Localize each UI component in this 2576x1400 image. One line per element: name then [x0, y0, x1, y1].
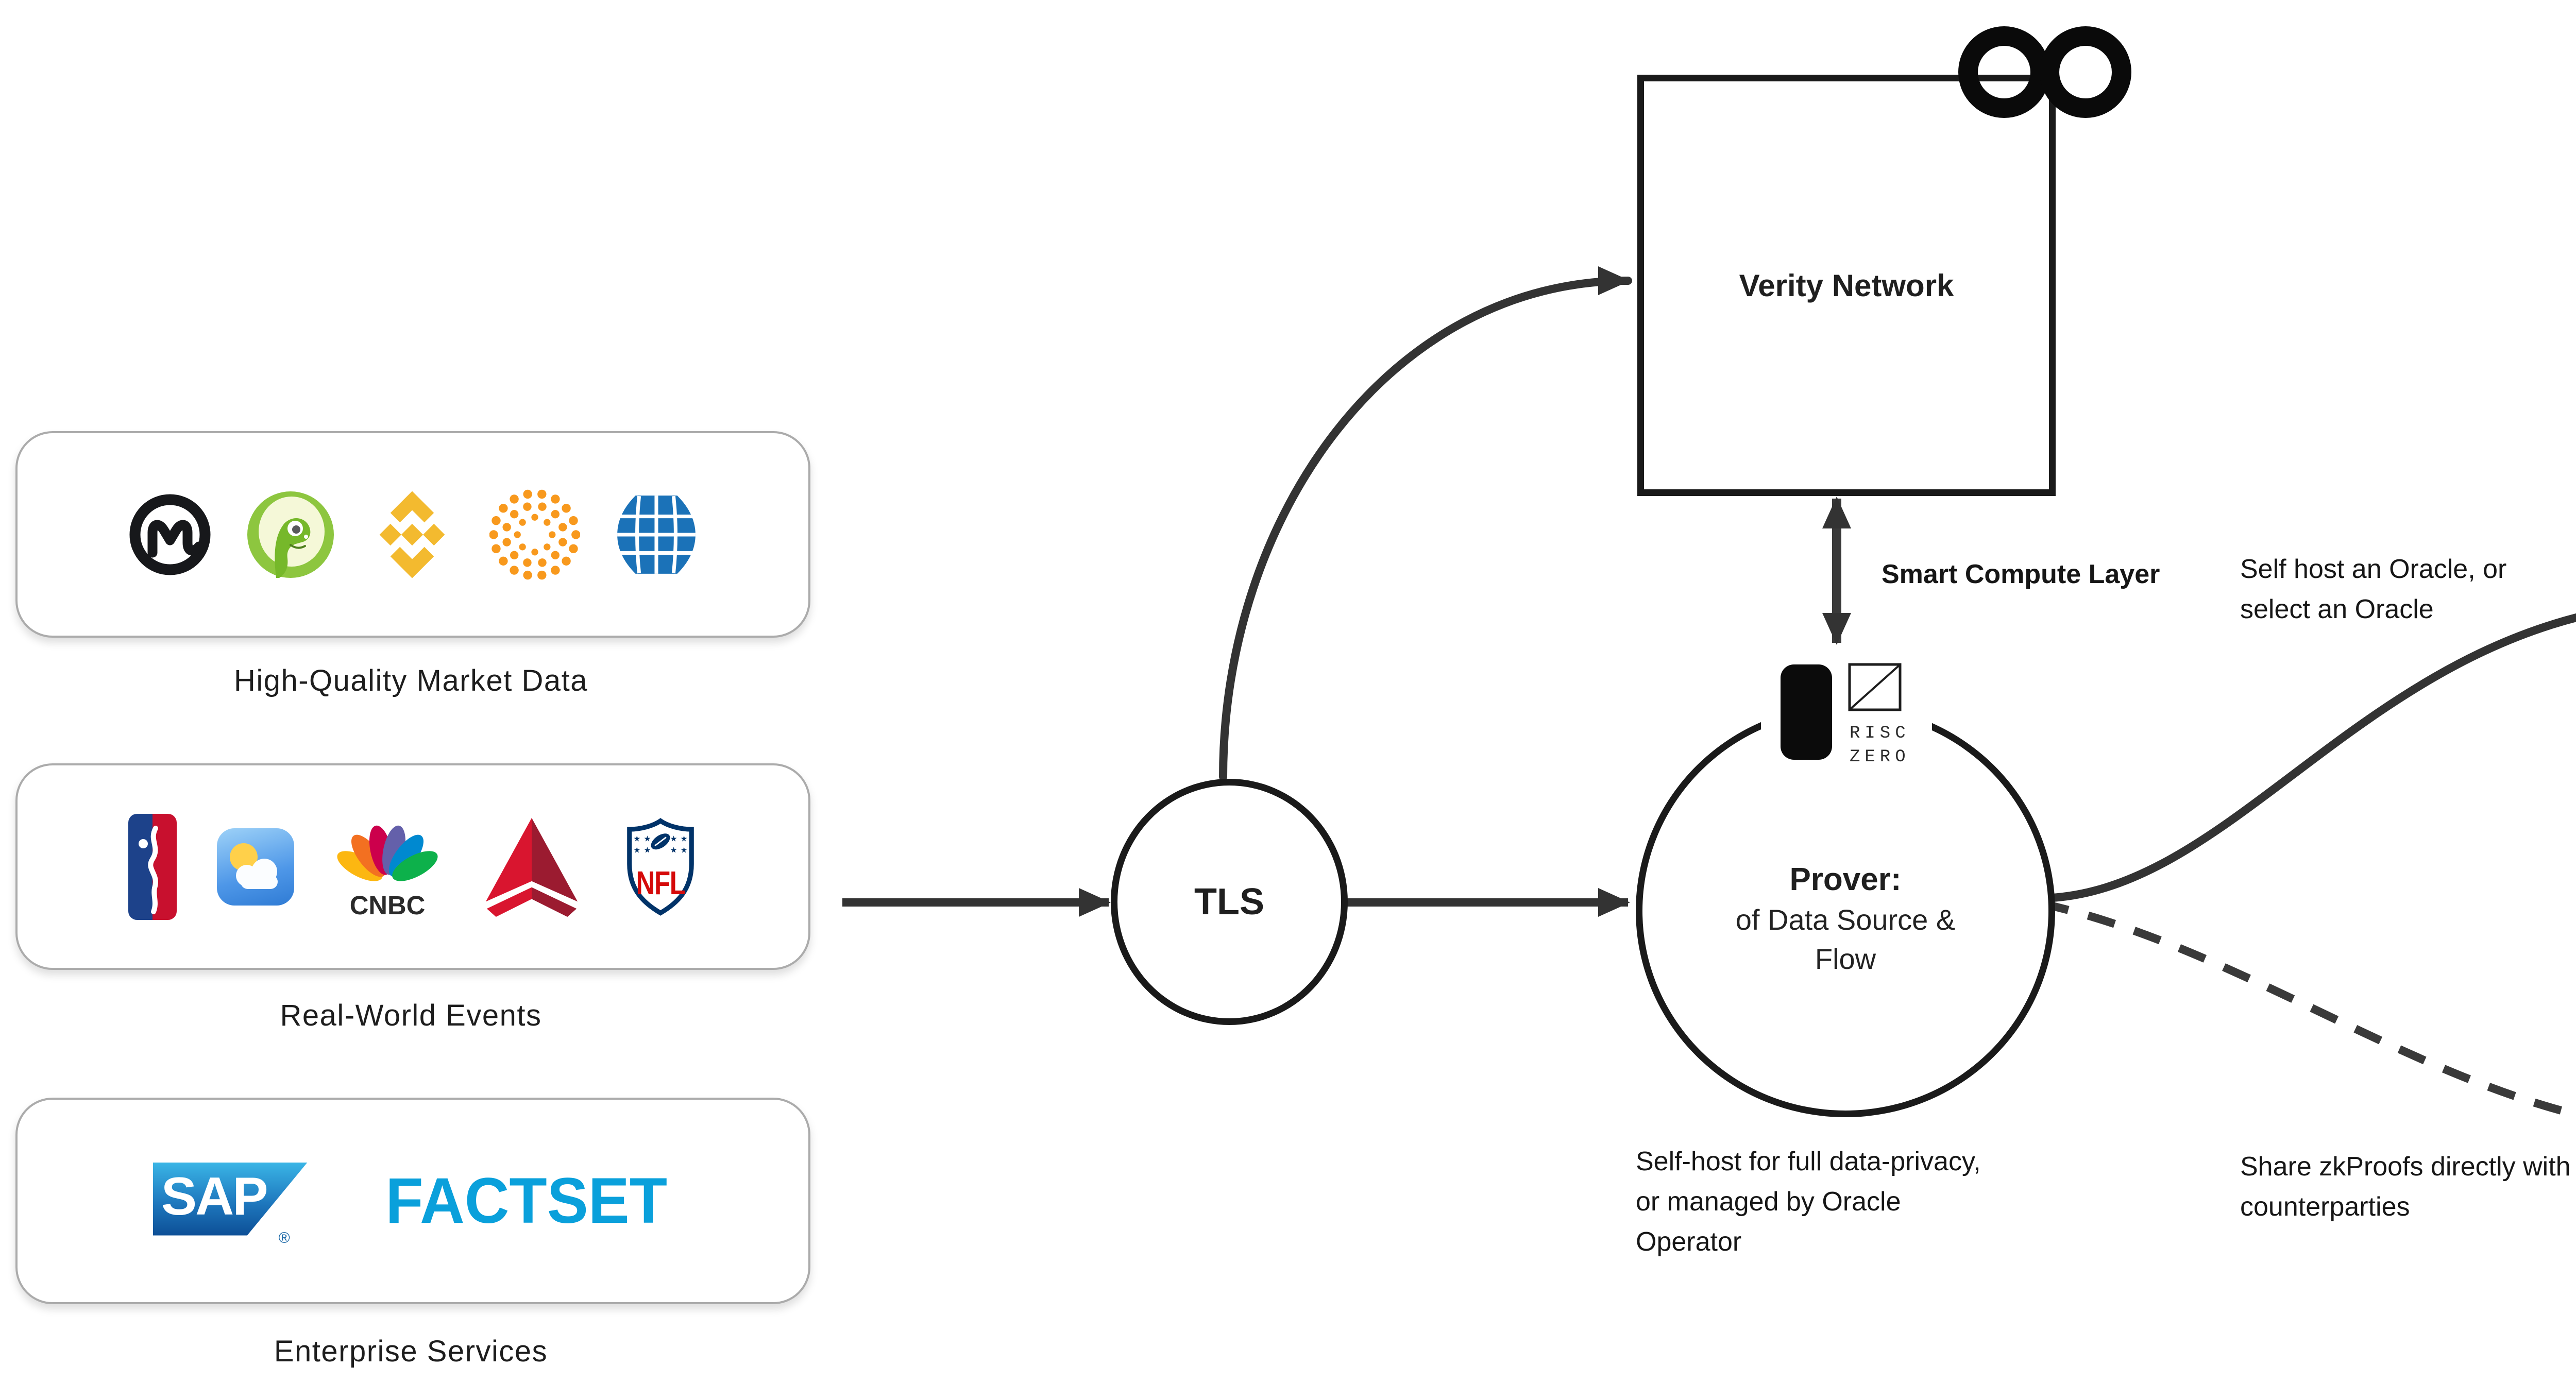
coinmarketcap-icon	[129, 494, 210, 575]
sap-icon: SAP ®	[152, 1162, 313, 1247]
nba-icon	[128, 813, 177, 920]
delta-icon	[485, 817, 578, 917]
nfl-wordmark: NFL	[636, 865, 685, 901]
nfl-icon: ★★ ★★ ★★ ★★ NFL	[626, 817, 694, 916]
card-real-world-events: CNBC ★★ ★★ ★★ ★★ NFL	[15, 763, 810, 970]
card-market-data	[15, 431, 810, 638]
self-host-privacy-note: Self-host for full data-privacy, or mana…	[1636, 1147, 1981, 1257]
prover-title: Prover:	[1789, 862, 1902, 897]
risc-zero-text-line1: RISC	[1850, 724, 1910, 743]
smart-compute-layer-label: Smart Compute Layer	[1882, 559, 2160, 589]
tls-node: TLS	[1111, 779, 1348, 1025]
svg-text:★: ★	[643, 845, 651, 855]
svg-text:★: ★	[633, 834, 640, 843]
svg-text:★: ★	[670, 845, 677, 855]
prover-subtitle: of Data Source & Flow	[1735, 903, 1956, 975]
card-enterprise-services: SAP ® FACTSET	[15, 1098, 810, 1304]
cnbc-icon: CNBC	[336, 825, 438, 918]
svg-text:★: ★	[633, 845, 640, 855]
tls-label: TLS	[1194, 881, 1264, 923]
svg-text:★: ★	[670, 834, 677, 843]
risc-zero-logo: RISC ZERO	[1761, 655, 1932, 772]
caption-enterprise-services: Enterprise Services	[274, 1335, 548, 1368]
coingecko-icon	[247, 491, 334, 578]
share-zkproofs-note: Share zkProofs directly with counterpart…	[2240, 1152, 2571, 1222]
svg-text:★: ★	[680, 845, 687, 855]
verity-network-node: Verity Network	[1637, 75, 2056, 496]
sap-wordmark: SAP	[161, 1166, 268, 1226]
curve-prover-to-blockchain	[2037, 613, 2576, 902]
verity-network-label: Verity Network	[1739, 268, 1954, 303]
binance-icon	[379, 491, 445, 578]
caption-market-data: High-Quality Market Data	[233, 664, 588, 697]
curve-tls-to-verity-network	[1219, 266, 1632, 781]
infinity-icon	[1958, 26, 2131, 118]
thomson-reuters-icon	[489, 489, 580, 579]
globe-icon	[617, 495, 696, 574]
weather-icon	[216, 828, 294, 906]
risc-zero-bar-icon	[1781, 664, 1832, 760]
self-host-oracle-note: Self host an Oracle, or select an Oracle	[2240, 554, 2507, 624]
factset-icon: FACTSET	[385, 1165, 667, 1237]
cnbc-wordmark: CNBC	[349, 891, 425, 918]
sap-registered-mark: ®	[278, 1229, 290, 1247]
caption-real-world-events: Real-World Events	[280, 999, 542, 1032]
svg-text:★: ★	[643, 834, 651, 843]
dashed-curve-prover-to-system	[2040, 899, 2576, 1119]
risc-zero-text-line2: ZERO	[1850, 747, 1910, 767]
svg-text:★: ★	[680, 834, 687, 843]
